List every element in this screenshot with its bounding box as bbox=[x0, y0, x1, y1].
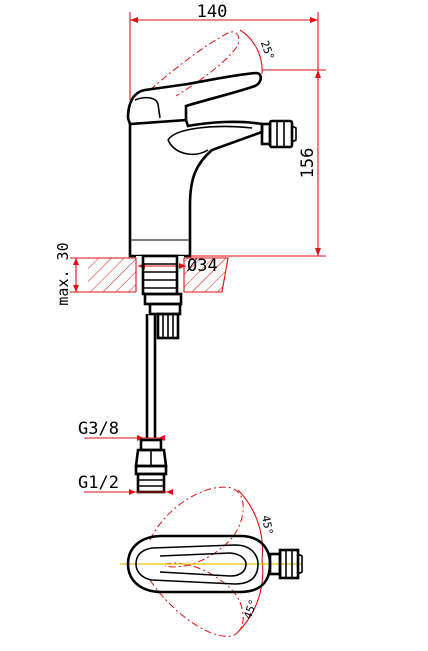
lever-rotated-bottom-position bbox=[149, 562, 244, 637]
angle-arc-top-right bbox=[237, 489, 264, 561]
body-top-outline bbox=[126, 534, 272, 594]
width-dimension-label: 140 bbox=[197, 2, 228, 22]
hose-connector: G1/2 bbox=[78, 438, 173, 495]
dimension-width-140: 140 bbox=[129, 2, 319, 100]
lever-angle-arc bbox=[239, 29, 263, 75]
diameter-label: Ø34 bbox=[187, 256, 218, 276]
lever-handle bbox=[126, 71, 263, 126]
thread-lower-label: G1/2 bbox=[78, 473, 119, 493]
lever-rotated-top-position bbox=[149, 486, 244, 568]
lever-angle-top-right-label: 45° bbox=[259, 514, 275, 536]
lever-top-inner bbox=[159, 552, 247, 577]
front-view: 140 25° 156 bbox=[54, 2, 326, 495]
top-view: 45° 45° bbox=[120, 486, 303, 637]
mixer-body bbox=[128, 119, 264, 258]
flexible-hose: G3/8 bbox=[78, 314, 165, 441]
lever-raised-outline bbox=[149, 31, 240, 97]
lever-base-curve bbox=[134, 96, 161, 119]
dimension-height-156: 156 bbox=[190, 69, 326, 257]
dimension-deck-max-30: max. 30 bbox=[54, 242, 90, 306]
nozzle-top bbox=[268, 548, 303, 580]
lever-angle-top-left-label: 45° bbox=[241, 598, 260, 621]
lever-top-outline bbox=[135, 544, 259, 585]
angle-arc-top-left bbox=[237, 559, 264, 633]
lever-angle-front-label: 25° bbox=[258, 39, 277, 62]
thread-upper-label: G3/8 bbox=[78, 419, 119, 439]
height-dimension-label: 156 bbox=[298, 148, 318, 179]
deck-thickness-label: max. 30 bbox=[54, 242, 72, 305]
bidet-nozzle bbox=[260, 119, 297, 149]
spout-inner-curve bbox=[167, 139, 209, 156]
spout-top-edge bbox=[167, 125, 253, 141]
mounting-stud bbox=[141, 254, 183, 340]
